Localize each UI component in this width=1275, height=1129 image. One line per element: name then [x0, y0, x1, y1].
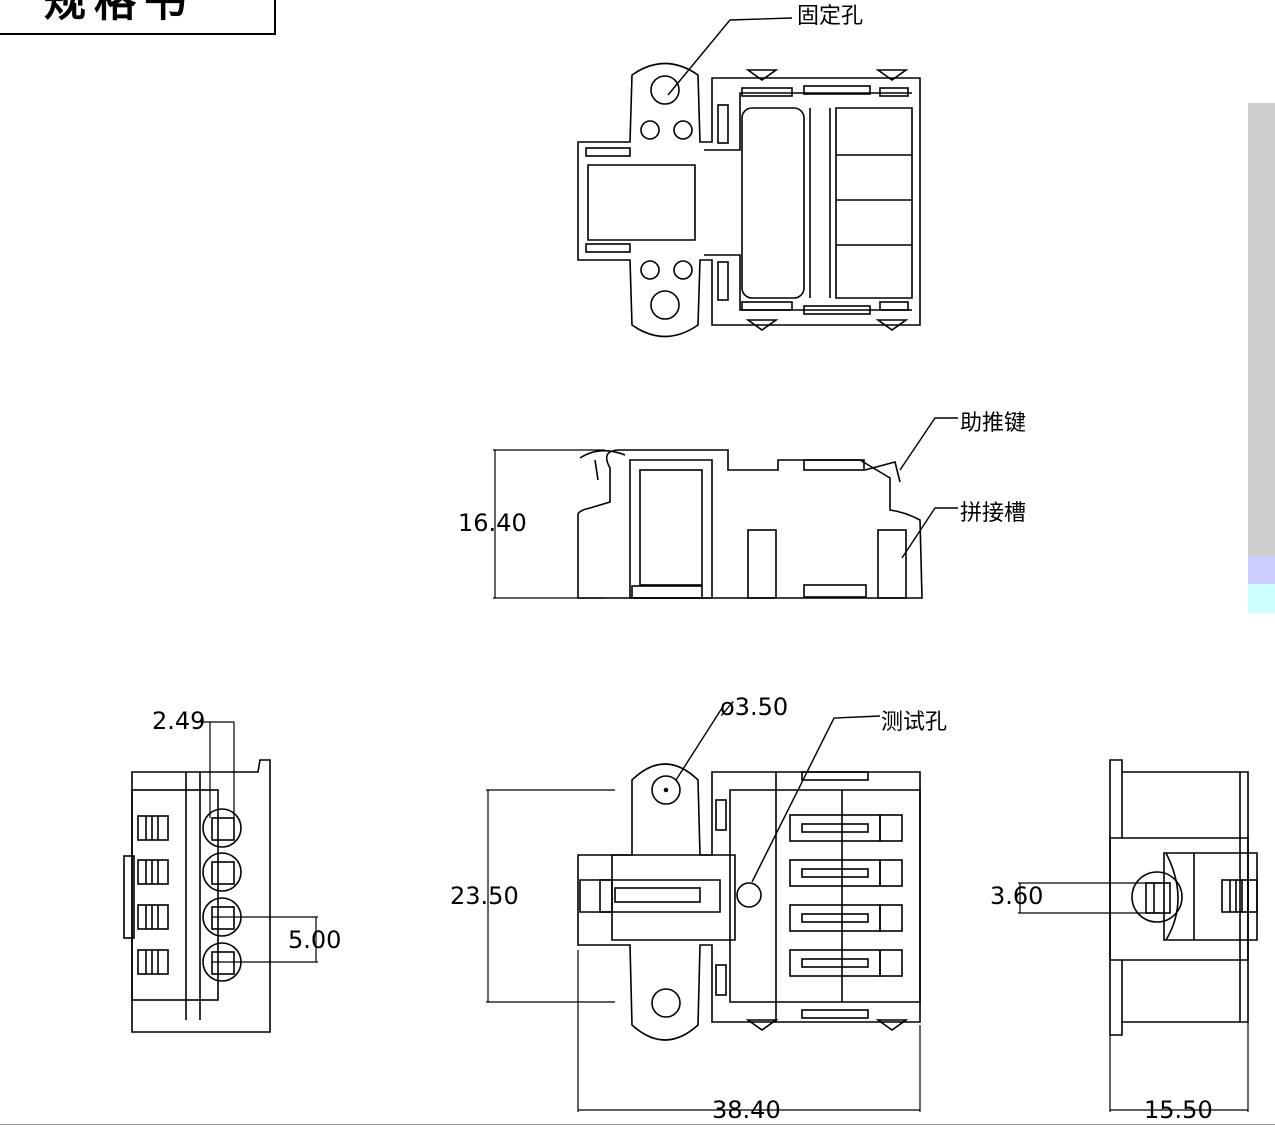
- dimension-height-side: 16.40: [458, 509, 527, 537]
- dimension-pitch-small: 2.49: [152, 707, 206, 735]
- scrollbar-marker-secondary: [1248, 584, 1275, 613]
- label-push-key: 助推键: [960, 411, 1027, 436]
- left-end-view: [123, 721, 318, 1033]
- dimension-hole-size: 3.60: [990, 882, 1044, 910]
- title-box: 规格书: [0, 0, 276, 35]
- top-view: [577, 17, 921, 338]
- label-mounting-hole: 固定孔: [797, 4, 864, 29]
- document-title: 规格书: [44, 0, 195, 26]
- dimension-height-front: 23.50: [450, 882, 519, 910]
- dimension-width-front: 38.40: [712, 1096, 781, 1124]
- page-bottom-border: [0, 1124, 1275, 1125]
- dimension-diameter: ø3.50: [720, 693, 789, 721]
- scrollbar-track[interactable]: [1248, 103, 1275, 613]
- dimension-depth: 15.50: [1144, 1096, 1213, 1124]
- side-view: [493, 417, 958, 599]
- front-view: [486, 707, 921, 1112]
- label-test-hole: 测试孔: [881, 710, 948, 735]
- label-splice-slot: 拼接槽: [960, 501, 1027, 526]
- right-end-view: [1018, 759, 1258, 1112]
- dimension-pitch: 5.00: [288, 926, 342, 954]
- scrollbar-marker: [1248, 556, 1275, 584]
